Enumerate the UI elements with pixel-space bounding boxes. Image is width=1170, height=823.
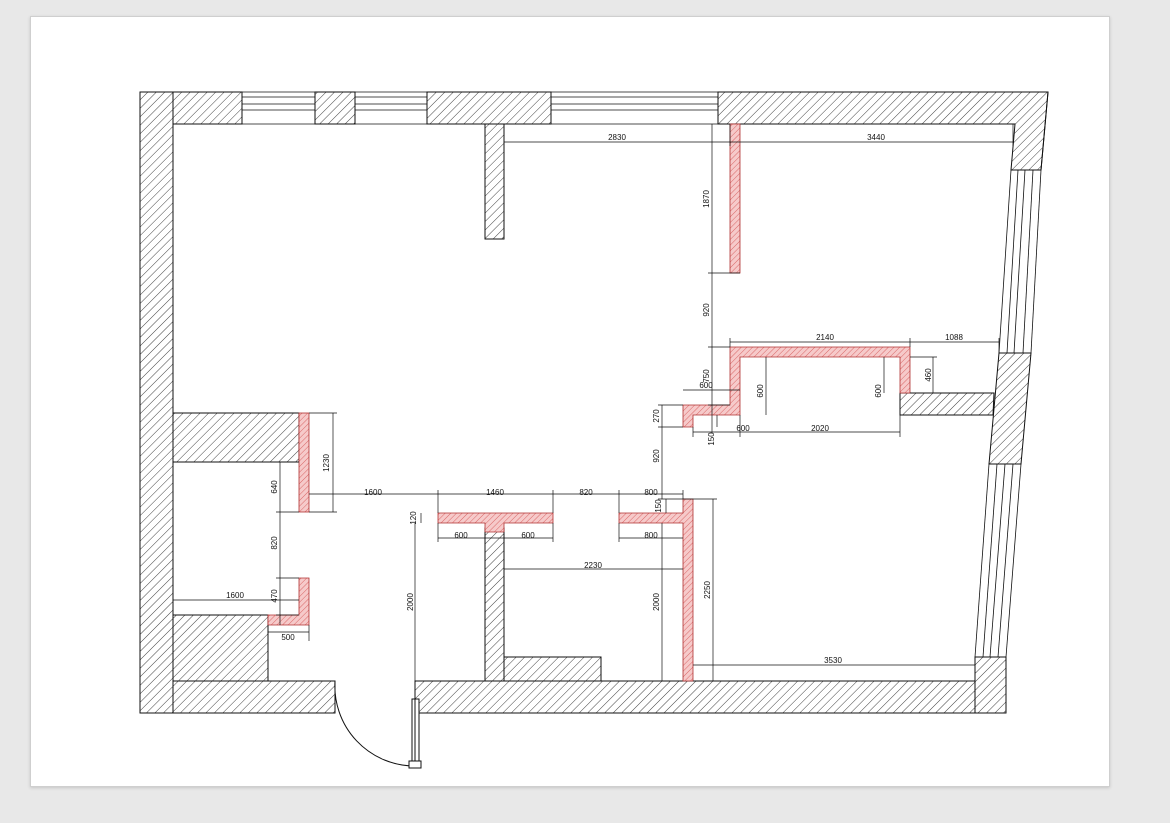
outer-edge — [140, 91, 1049, 714]
window-2 — [355, 91, 427, 125]
dim-1088: 1088 — [945, 333, 963, 342]
dim-2000-left: 2000 — [406, 593, 415, 611]
dim-600-lower: 600 — [736, 424, 750, 433]
floor-plan: 2830 3440 1870 920 2140 1088 750 600 600… — [139, 91, 1049, 769]
dim-2230: 2230 — [584, 561, 602, 570]
dim-150-lower: 150 — [654, 499, 663, 513]
bottom-right-corner — [974, 656, 1007, 714]
dim-460: 460 — [924, 368, 933, 382]
dim-120: 120 — [409, 511, 418, 525]
top-pier-2 — [426, 91, 552, 125]
dim-600-inner-left: 600 — [756, 384, 765, 398]
dim-600-small: 600 — [699, 381, 713, 390]
dim-640: 640 — [270, 480, 279, 494]
partition-left-vertical — [298, 412, 310, 513]
partition-t-shape — [437, 512, 554, 533]
dim-2020: 2020 — [811, 424, 829, 433]
new-partitions — [267, 123, 911, 682]
wall-bottom-block — [503, 656, 602, 682]
drawing-sheet: 2830 3440 1870 920 2140 1088 750 600 600… — [30, 16, 1110, 787]
left-wall — [139, 91, 174, 714]
dim-3440: 3440 — [867, 133, 885, 142]
dim-820-vertical: 820 — [270, 536, 279, 550]
top-right-wall — [717, 91, 1049, 171]
windows — [242, 91, 1042, 658]
dim-1600-upper: 1600 — [364, 488, 382, 497]
dim-1460: 1460 — [486, 488, 504, 497]
dim-600-inner-right: 600 — [874, 384, 883, 398]
left-wall-upper-block — [172, 412, 300, 463]
dim-270: 270 — [652, 409, 661, 423]
top-pier-1 — [314, 91, 356, 125]
dim-2000-right: 2000 — [652, 593, 661, 611]
bottom-wall-left — [172, 680, 336, 714]
dim-2250: 2250 — [703, 581, 712, 599]
dim-3530: 3530 — [824, 656, 842, 665]
dim-2830: 2830 — [608, 133, 626, 142]
interior-walls — [484, 123, 995, 682]
left-wall-lower-block — [172, 614, 269, 682]
dimension-lines — [173, 124, 1014, 682]
dim-920-lower: 920 — [652, 449, 661, 463]
window-right-upper — [998, 169, 1042, 354]
exterior-walls — [139, 91, 1049, 714]
partition-right-l — [618, 498, 694, 682]
dim-150-upper: 150 — [707, 432, 716, 446]
dim-1600-lower: 1600 — [226, 591, 244, 600]
dim-920-upper: 920 — [702, 303, 711, 317]
top-wall-1 — [172, 91, 243, 125]
dim-600-t-left: 600 — [454, 531, 468, 540]
dim-800-lower: 800 — [644, 531, 658, 540]
window-1 — [242, 91, 315, 125]
dim-470: 470 — [270, 589, 279, 603]
door-swing-icon — [334, 680, 422, 769]
bottom-wall-right — [414, 680, 976, 714]
dim-2140: 2140 — [816, 333, 834, 342]
dimension-labels: 2830 3440 1870 920 2140 1088 750 600 600… — [226, 133, 963, 665]
dim-500: 500 — [281, 633, 295, 642]
window-right-lower — [974, 463, 1022, 658]
dim-750: 750 — [702, 369, 711, 383]
wall-right-stub — [899, 392, 995, 416]
right-wall-pier — [988, 352, 1032, 465]
window-3 — [551, 91, 718, 125]
dim-820-horizontal: 820 — [579, 488, 593, 497]
column-top — [484, 123, 505, 240]
partition-top-vertical — [729, 123, 741, 274]
wall-center-vertical — [484, 527, 505, 682]
dim-600-t-right: 600 — [521, 531, 535, 540]
dim-800-upper: 800 — [644, 488, 658, 497]
dim-1230: 1230 — [322, 454, 331, 472]
dim-1870: 1870 — [702, 190, 711, 208]
